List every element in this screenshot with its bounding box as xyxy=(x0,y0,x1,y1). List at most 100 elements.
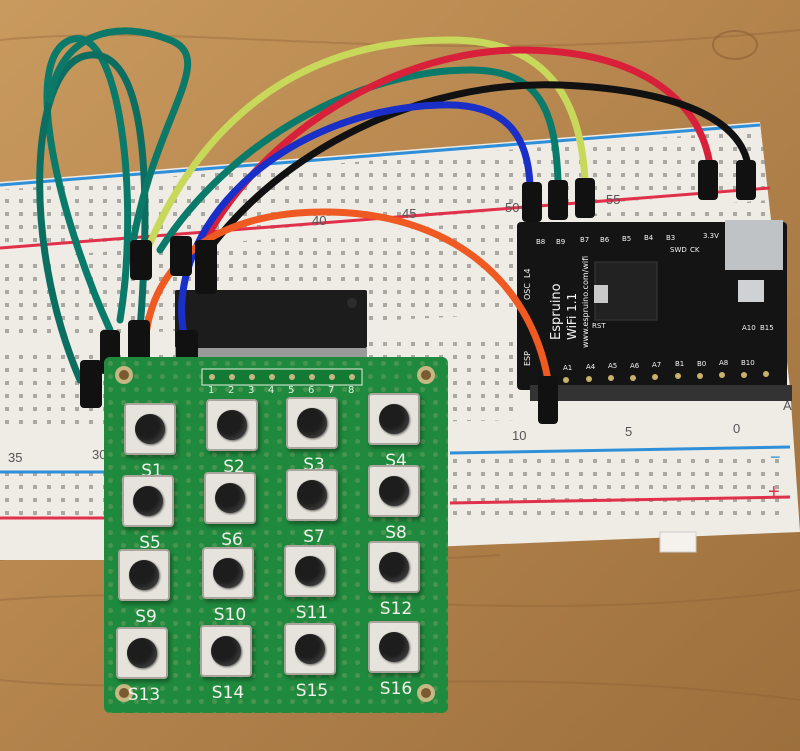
esp-model: WiFi 1.1 xyxy=(565,293,579,340)
keypad-board xyxy=(104,357,448,713)
col-num-5: 5 xyxy=(625,424,632,439)
esp-label-ck: CK xyxy=(690,246,700,254)
wire-teal-long xyxy=(156,66,562,254)
esp-side-l4: L4 xyxy=(523,268,532,278)
key-cap xyxy=(379,552,409,582)
esp-label-rst: RST xyxy=(592,322,606,330)
esp-pin-b7: B7 xyxy=(580,236,589,244)
col-num-35: 35 xyxy=(8,450,22,465)
esp-brand: Espruino xyxy=(549,283,564,340)
key-s4[interactable]: S4 xyxy=(368,393,420,471)
keypad-pcb: 1 2 3 4 5 6 7 8 S1 S2 S3 S4 S5 S6 S7 S8 … xyxy=(104,357,448,713)
rail-plus-sign: + xyxy=(768,481,780,503)
key-cap xyxy=(213,558,243,588)
wire-black xyxy=(201,81,752,259)
esp-side-esp: ESP xyxy=(523,351,532,366)
wire-teal-left xyxy=(43,35,132,334)
col-num-45: 45 xyxy=(402,206,416,221)
col-num-55: 55 xyxy=(606,192,620,207)
esp-pin-b8: B8 xyxy=(536,238,545,246)
rail-blue-bottom xyxy=(449,445,791,455)
esp-label-b15: B15 xyxy=(760,324,774,332)
key-label: S15 xyxy=(295,681,329,701)
key-s12[interactable]: S12 xyxy=(368,541,420,619)
header-num-5: 5 xyxy=(288,385,295,396)
ic-chip xyxy=(175,290,367,358)
wire-yellow xyxy=(141,36,589,259)
esp-pin-a7: A7 xyxy=(652,361,661,369)
key-s14[interactable]: S14 xyxy=(200,625,252,703)
header-num-1: 1 xyxy=(208,385,215,396)
key-label: S6 xyxy=(221,530,243,550)
esp-pin-b4: B4 xyxy=(644,234,654,242)
key-cap xyxy=(129,560,159,590)
esp-label-swd: SWD xyxy=(670,246,687,254)
key-label: S10 xyxy=(213,605,247,625)
esp-pin-3v3: 3.3V xyxy=(703,232,719,240)
rail-minus-sign: − xyxy=(770,447,781,467)
key-label: S13 xyxy=(127,685,161,705)
esp-pin-b5: B5 xyxy=(622,235,631,243)
key-cap xyxy=(297,480,327,510)
key-label: S14 xyxy=(211,683,245,703)
key-s1[interactable]: S1 xyxy=(124,403,176,481)
wire-plug-ends xyxy=(80,160,756,424)
header-num-6: 6 xyxy=(308,385,315,396)
esp-pin-a6: A6 xyxy=(630,362,640,370)
key-s2[interactable]: S2 xyxy=(206,399,258,477)
esp-pin-b6: B6 xyxy=(600,236,610,244)
key-cap xyxy=(379,404,409,434)
espruino-wifi-board xyxy=(517,220,792,401)
key-cap xyxy=(133,486,163,516)
col-num-30: 30 xyxy=(92,447,106,462)
esp-pin-header xyxy=(563,371,769,383)
esp-pin-a8: A8 xyxy=(719,359,728,367)
key-s13[interactable]: S13 xyxy=(116,627,168,705)
esp-pin-a1: A1 xyxy=(563,364,572,372)
key-label: S8 xyxy=(385,523,407,543)
key-cap xyxy=(297,408,327,438)
key-s15[interactable]: S15 xyxy=(284,623,336,701)
key-s9[interactable]: S9 xyxy=(118,549,170,627)
key-cap xyxy=(217,410,247,440)
key-cap xyxy=(379,632,409,662)
key-cap xyxy=(211,636,241,666)
key-cap xyxy=(295,634,325,664)
col-num-0: 0 xyxy=(733,421,740,436)
wire-teal-loop xyxy=(46,27,192,264)
esp-pin-b1: B1 xyxy=(675,360,684,368)
key-s5[interactable]: S5 xyxy=(122,475,174,553)
key-label: S12 xyxy=(379,599,413,619)
esp-side-osc: OSC xyxy=(523,283,532,300)
esp-pin-a4: A4 xyxy=(586,363,596,371)
esp-pin-b0: B0 xyxy=(697,360,706,368)
esp-pin-a5: A5 xyxy=(608,362,617,370)
key-s3[interactable]: S3 xyxy=(286,397,338,475)
rail-red-bottom xyxy=(449,495,791,505)
esp-label-a10: A10 xyxy=(742,324,756,332)
header-num-2: 2 xyxy=(228,385,235,396)
esp-pin-b9: B9 xyxy=(556,238,565,246)
col-num-40: 40 xyxy=(312,213,326,228)
esp-pin-b3: B3 xyxy=(666,234,675,242)
header-num-4: 4 xyxy=(268,385,275,396)
row-letter-a: A xyxy=(783,398,792,413)
key-cap xyxy=(127,638,157,668)
header-num-3: 3 xyxy=(248,385,255,396)
key-cap xyxy=(379,476,409,506)
key-s10[interactable]: S10 xyxy=(202,547,254,625)
key-label: S16 xyxy=(379,679,413,699)
esp-url: www.espruino.com/wifi xyxy=(581,256,590,348)
header-num-7: 7 xyxy=(328,385,335,396)
key-s11[interactable]: S11 xyxy=(284,545,336,623)
key-label: S7 xyxy=(303,527,325,547)
header-num-8: 8 xyxy=(348,385,355,396)
key-label: S5 xyxy=(139,533,161,553)
esp-pin-b10: B10 xyxy=(741,359,755,367)
key-s16[interactable]: S16 xyxy=(368,621,420,699)
key-s6[interactable]: S6 xyxy=(204,472,256,550)
key-s8[interactable]: S8 xyxy=(368,465,420,543)
key-s7[interactable]: S7 xyxy=(286,469,338,547)
col-num-10: 10 xyxy=(512,428,526,443)
key-label: S11 xyxy=(295,603,329,623)
